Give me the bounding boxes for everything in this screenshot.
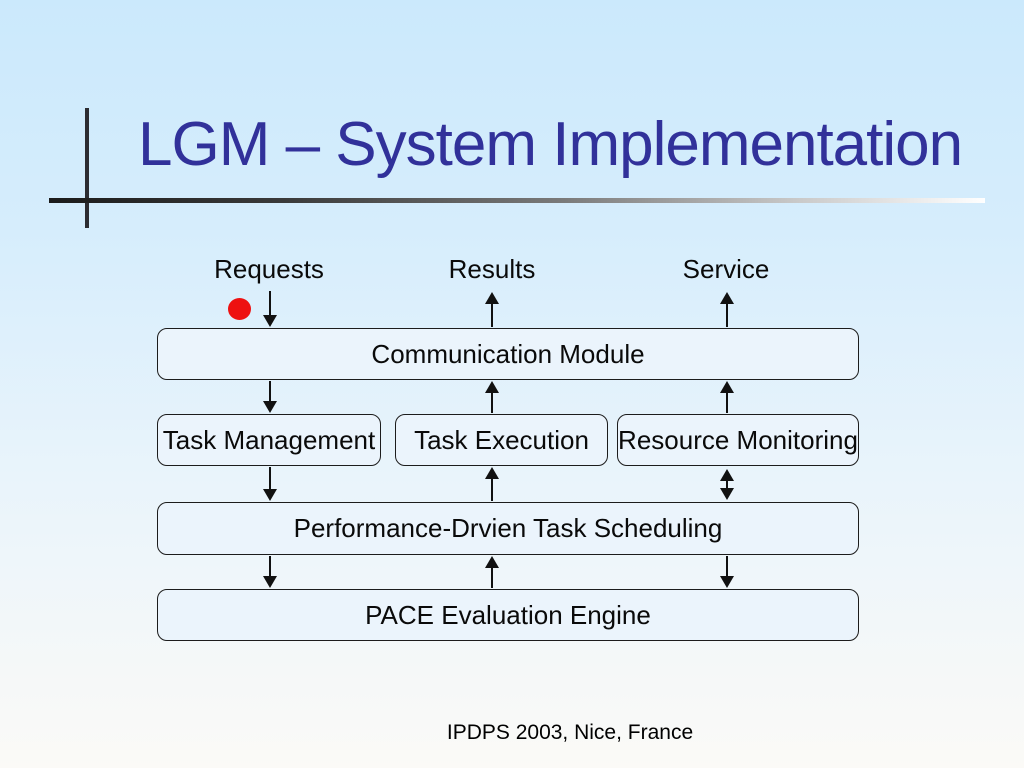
arrow-performance-driven-task-scheduling-to-pace-evaluation-engine [263, 556, 277, 588]
box-task-management: Task Management [157, 414, 381, 466]
box-performance-driven-task-scheduling: Performance-Drvien Task Scheduling [157, 502, 859, 555]
title-divider-line [49, 198, 985, 203]
arrow-task-execution-to-communication-module [485, 381, 499, 413]
arrow-task-management-to-performance-driven-task-scheduling [263, 467, 277, 501]
box-communication-module: Communication Module [157, 328, 859, 380]
footer-text: IPDPS 2003, Nice, France [446, 721, 694, 744]
title-accent-vertical-line [85, 108, 89, 228]
arrow-pace-evaluation-engine-to-performance-driven-task-scheduling [485, 556, 499, 588]
box-task-execution: Task Execution [395, 414, 608, 466]
arrow-requests-label-to-communication-module [263, 291, 277, 327]
box-resource-monitoring: Resource Monitoring [617, 414, 859, 466]
label-requests: Requests [214, 254, 324, 284]
red-dot-marker [228, 298, 251, 320]
box-label: Task Execution [414, 424, 589, 455]
box-label: Communication Module [371, 338, 645, 369]
arrow-communication-module-to-results-label [485, 292, 499, 327]
arrow-communication-module-to-service-label [720, 292, 734, 327]
label-results: Results [448, 254, 536, 284]
arrow-performance-driven-task-scheduling-to-pace-evaluation-engine [720, 556, 734, 588]
box-label: PACE Evaluation Engine [365, 599, 651, 630]
arrow-performance-driven-task-scheduling-to-task-execution [485, 467, 499, 501]
arrow-communication-module-to-task-management [263, 381, 277, 413]
page-title: LGM – System Implementation [138, 110, 963, 179]
box-label: Resource Monitoring [618, 424, 858, 455]
arrow-resource-monitoring-to-performance-driven-task-scheduling [720, 469, 734, 500]
box-label: Performance-Drvien Task Scheduling [293, 513, 723, 543]
arrow-resource-monitoring-to-communication-module [720, 381, 734, 413]
box-pace-evaluation-engine: PACE Evaluation Engine [157, 589, 859, 641]
box-label: Task Management [162, 424, 376, 455]
label-service: Service [682, 254, 770, 284]
